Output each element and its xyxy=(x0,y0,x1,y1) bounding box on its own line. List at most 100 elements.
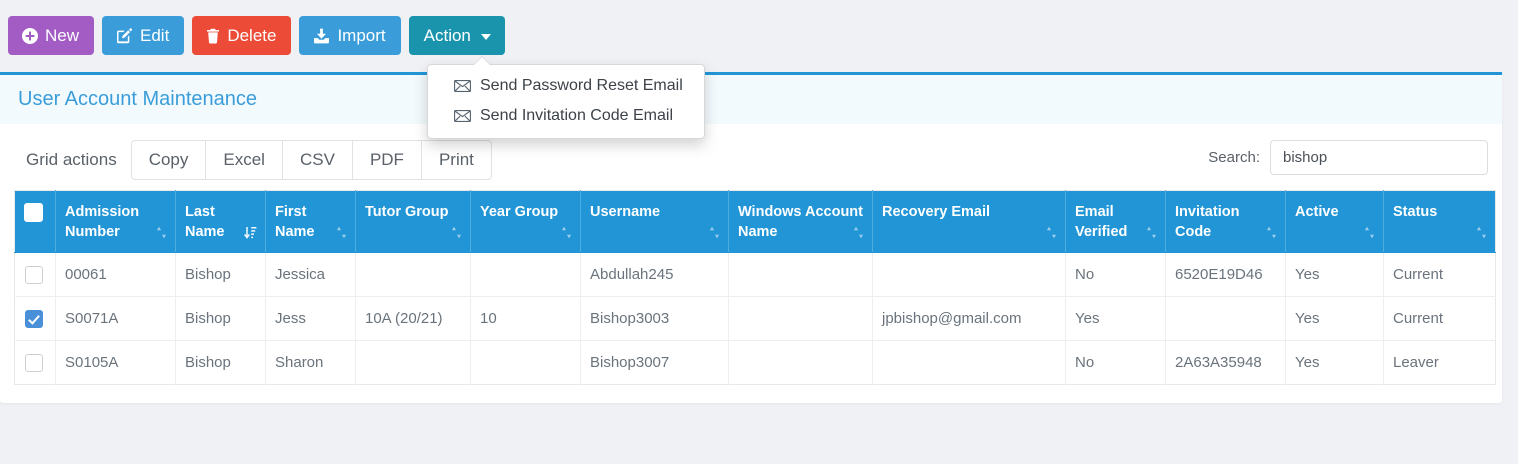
print-button[interactable]: Print xyxy=(420,139,492,181)
sort-both-icon xyxy=(1364,226,1375,246)
panel-header: User Account Maintenance xyxy=(0,75,1502,124)
new-button[interactable]: New xyxy=(8,16,95,55)
column-invitation-code[interactable]: Invitation Code xyxy=(1165,190,1286,254)
page-title: User Account Maintenance xyxy=(18,88,258,110)
sort-both-icon xyxy=(336,226,347,246)
column-windows-account-name[interactable]: Windows Account Name xyxy=(728,190,873,254)
sort-both-icon xyxy=(709,226,720,246)
pdf-button[interactable]: PDF xyxy=(351,139,421,181)
export-button-group: Copy Excel CSV PDF Print xyxy=(130,139,492,181)
search-input[interactable] xyxy=(1270,140,1488,175)
delete-button-label: Delete xyxy=(227,26,277,45)
select-all-checkbox[interactable] xyxy=(24,203,43,222)
column-username[interactable]: Username xyxy=(580,190,729,254)
column-admission-number[interactable]: Admission Number xyxy=(55,190,176,254)
table-header: Admission Number Last Name First Name xyxy=(14,190,1496,254)
grid-actions-label: Grid actions xyxy=(26,150,117,169)
row-checkbox[interactable] xyxy=(25,353,43,372)
cell-username: Bishop3003 xyxy=(580,296,729,342)
row-select-cell[interactable] xyxy=(14,340,56,385)
cell-email-verified: No xyxy=(1065,340,1166,385)
cell-admission-number: 00061 xyxy=(55,252,176,298)
action-button-label: Action xyxy=(423,26,471,45)
cell-last-name: Bishop xyxy=(175,296,266,342)
column-year-group[interactable]: Year Group xyxy=(470,190,581,254)
column-label: Admission Number xyxy=(65,204,140,240)
column-first-name[interactable]: First Name xyxy=(265,190,356,254)
user-account-panel: User Account Maintenance Grid actions Co… xyxy=(0,72,1502,404)
cell-status: Current xyxy=(1383,296,1496,342)
cell-year-group: 10 xyxy=(470,296,581,342)
column-recovery-email[interactable]: Recovery Email xyxy=(872,190,1066,254)
delete-button[interactable]: Delete xyxy=(192,16,292,55)
cell-last-name: Bishop xyxy=(175,340,266,385)
edit-button-label: Edit xyxy=(140,26,170,45)
column-email-verified[interactable]: Email Verified xyxy=(1065,190,1166,254)
copy-button[interactable]: Copy xyxy=(130,139,206,181)
column-label: Windows Account Name xyxy=(738,204,863,240)
cell-status: Current xyxy=(1383,252,1496,298)
column-last-name[interactable]: Last Name xyxy=(175,190,266,254)
cell-active: Yes xyxy=(1285,340,1384,385)
column-label: Year Group xyxy=(480,204,559,220)
row-checkbox[interactable] xyxy=(25,265,43,284)
cell-tutor-group xyxy=(355,340,471,385)
search-area: Search: xyxy=(1208,140,1488,175)
column-select-all[interactable] xyxy=(14,190,56,254)
trash-icon xyxy=(206,28,220,44)
cell-year-group xyxy=(470,252,581,298)
column-label: Recovery Email xyxy=(882,204,991,220)
sort-amount-asc-icon xyxy=(244,226,257,246)
cell-username: Bishop3007 xyxy=(580,340,729,385)
cell-recovery-email: jpbishop@gmail.com xyxy=(872,296,1066,342)
cell-email-verified: Yes xyxy=(1065,296,1166,342)
cell-invitation-code: 6520E19D46 xyxy=(1165,252,1286,298)
column-active[interactable]: Active xyxy=(1285,190,1384,254)
sort-both-icon xyxy=(451,226,462,246)
row-select-cell[interactable] xyxy=(14,296,56,342)
action-dropdown-button[interactable]: Action xyxy=(408,16,505,55)
menu-item-send-password-reset-email[interactable]: Send Password Reset Email xyxy=(428,71,704,101)
menu-item-send-invitation-code-email[interactable]: Send Invitation Code Email xyxy=(428,101,704,131)
sort-both-icon xyxy=(1046,226,1057,246)
user-accounts-table: Admission Number Last Name First Name xyxy=(14,190,1496,386)
cell-windows-account-name xyxy=(728,340,873,385)
edit-button[interactable]: Edit xyxy=(102,16,185,55)
plus-circle-icon xyxy=(22,27,38,44)
row-checkbox[interactable] xyxy=(25,309,43,328)
csv-button[interactable]: CSV xyxy=(281,139,352,181)
column-status[interactable]: Status xyxy=(1383,190,1496,254)
column-label: Last Name xyxy=(185,204,225,240)
cell-windows-account-name xyxy=(728,296,873,342)
grid-actions-bar: Grid actions Copy Excel CSV PDF Print Se… xyxy=(14,138,1488,182)
menu-item-label: Send Password Reset Email xyxy=(480,77,683,94)
row-select-cell[interactable] xyxy=(14,252,56,298)
import-button[interactable]: Import xyxy=(299,16,401,55)
search-label: Search: xyxy=(1208,149,1260,166)
caret-down-icon xyxy=(480,33,491,40)
cell-tutor-group xyxy=(355,252,471,298)
column-tutor-group[interactable]: Tutor Group xyxy=(355,190,471,254)
table-header-row: Admission Number Last Name First Name xyxy=(14,190,1496,254)
pencil-square-icon xyxy=(116,27,133,44)
cell-active: Yes xyxy=(1285,252,1384,298)
panel-body: Grid actions Copy Excel CSV PDF Print Se… xyxy=(0,124,1502,403)
column-label: Tutor Group xyxy=(365,204,449,220)
sort-both-icon xyxy=(1266,226,1277,246)
excel-button[interactable]: Excel xyxy=(205,139,282,181)
envelope-icon xyxy=(454,110,471,122)
cell-invitation-code: 2A63A35948 xyxy=(1165,340,1286,385)
cell-recovery-email xyxy=(872,252,1066,298)
envelope-icon xyxy=(454,80,471,92)
cell-invitation-code xyxy=(1165,296,1286,342)
import-button-label: Import xyxy=(337,26,386,45)
cell-email-verified: No xyxy=(1065,252,1166,298)
cell-username: Abdullah245 xyxy=(580,252,729,298)
cell-first-name: Sharon xyxy=(265,340,356,385)
cell-first-name: Jess xyxy=(265,296,356,342)
column-label: Username xyxy=(590,204,661,220)
sort-both-icon xyxy=(561,226,572,246)
